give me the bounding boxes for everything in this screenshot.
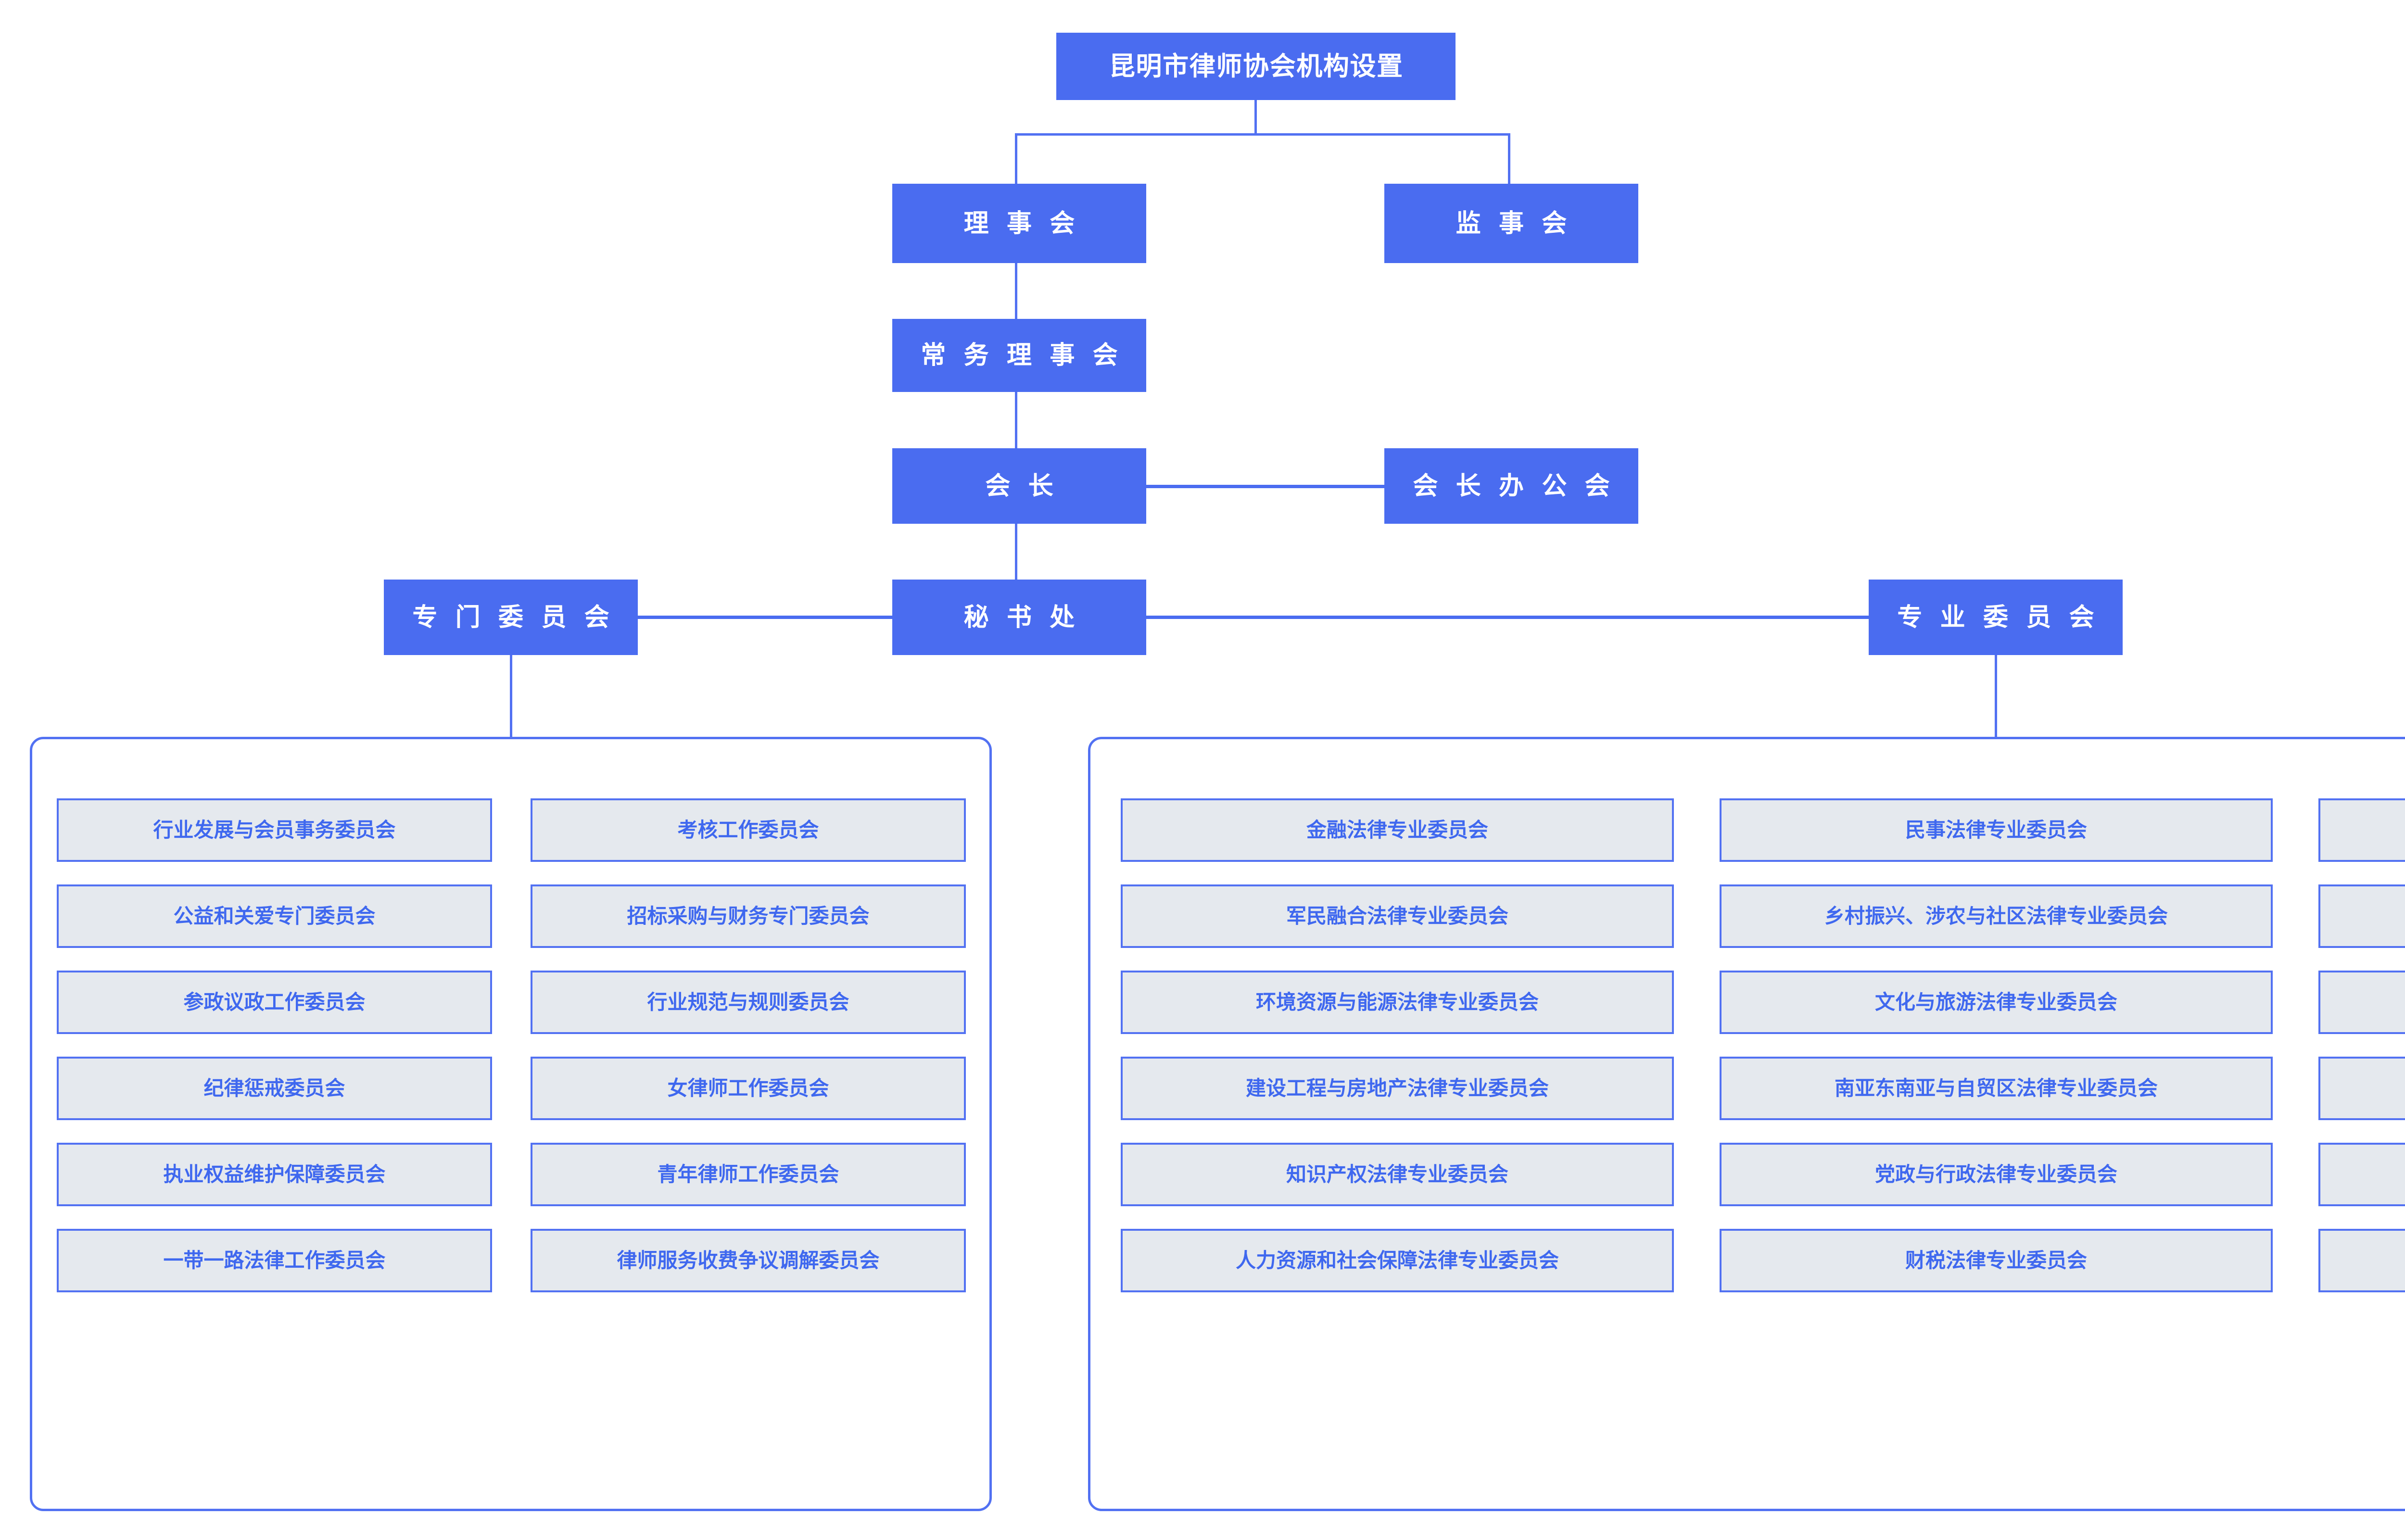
committee-chip[interactable]: 人力资源和社会保障法律专业委员会 (1121, 1229, 1674, 1292)
node-professional-committees-label: 专 业 委 员 会 (1897, 603, 2100, 631)
node-president-office-label: 会 长 办 公 会 (1413, 472, 1616, 500)
committee-chip[interactable]: 行业发展与会员事务委员会 (57, 798, 492, 862)
connector-special-to-secretariat (638, 616, 892, 619)
special-committees-grid: 行业发展与会员事务委员会 考核工作委员会 公益和关爱专门委员会 招标采购与财务专… (57, 798, 966, 1292)
connector-secretariat-to-professional (1146, 616, 1869, 619)
committee-chip[interactable]: 青年律师工作委员会 (531, 1143, 966, 1206)
connector-president-to-secretariat (1015, 524, 1017, 580)
node-standing-board[interactable]: 常 务 理 事 会 (892, 319, 1146, 392)
connector-board-to-standing (1015, 263, 1017, 319)
connector-root-bus (1015, 133, 1510, 136)
node-board[interactable]: 理 事 会 (892, 184, 1146, 263)
committee-chip[interactable]: 招标采购与财务专门委员会 (531, 884, 966, 948)
committee-chip[interactable]: 科技法律专业委员会 (2318, 798, 2405, 862)
connector-standing-to-president (1015, 392, 1017, 448)
committee-chip[interactable]: 纪律惩戒委员会 (57, 1057, 492, 1120)
node-supervisors[interactable]: 监 事 会 (1384, 184, 1638, 263)
node-board-label: 理 事 会 (963, 209, 1080, 238)
connector-root-down (1254, 100, 1257, 135)
committee-chip[interactable]: 考核工作委员会 (531, 798, 966, 862)
node-supervisors-label: 监 事 会 (1456, 209, 1572, 238)
committee-chip[interactable]: 环境资源与能源法律专业委员会 (1121, 971, 1674, 1034)
committee-chip[interactable]: 女律师工作委员会 (531, 1057, 966, 1120)
committee-chip[interactable]: 刑事法律专业委员会 (2318, 1143, 2405, 1206)
committee-chip[interactable]: 律师服务收费争议调解委员会 (531, 1229, 966, 1292)
committee-chip[interactable]: 财税法律专业委员会 (1720, 1229, 2273, 1292)
node-standing-board-label: 常 务 理 事 会 (921, 341, 1124, 369)
committee-chip[interactable]: 知识产权法律专业委员会 (1121, 1143, 1674, 1206)
committee-chip[interactable]: 资产处置专业委员会 (2318, 971, 2405, 1034)
committee-chip[interactable]: 民事法律专业委员会 (1720, 798, 2273, 862)
node-professional-committees[interactable]: 专 业 委 员 会 (1869, 580, 2123, 655)
committee-chip[interactable]: 行业规范与规则委员会 (531, 971, 966, 1034)
committee-chip[interactable]: 商法专业委员会 (2318, 884, 2405, 948)
connector-professional-to-panel (1995, 655, 1997, 737)
professional-committees-grid: 金融法律专业委员会 民事法律专业委员会 科技法律专业委员会 军民融合法律专业委员… (1121, 798, 2405, 1292)
committee-chip[interactable]: 军民融合法律专业委员会 (1121, 884, 1674, 948)
committee-chip[interactable]: 大健康法律专业委员会 (2318, 1229, 2405, 1292)
node-president-label: 会 长 (985, 472, 1059, 500)
connector-special-to-panel (510, 655, 512, 737)
committee-chip[interactable]: 文化与旅游法律专业委员会 (1720, 971, 2273, 1034)
node-president[interactable]: 会 长 (892, 448, 1146, 524)
committee-chip[interactable]: 参政议政工作委员会 (57, 971, 492, 1034)
special-committees-panel (30, 737, 992, 1511)
connector-bus-to-supervisors (1508, 133, 1510, 184)
node-root-label: 昆明市律师协会机构设置 (1109, 52, 1404, 81)
node-president-office[interactable]: 会 长 办 公 会 (1384, 448, 1638, 524)
node-root[interactable]: 昆明市律师协会机构设置 (1056, 33, 1456, 100)
committee-chip[interactable]: 南亚东南亚与自贸区法律专业委员会 (1720, 1057, 2273, 1120)
committee-chip[interactable]: 乡村振兴、涉农与社区法律专业委员会 (1720, 884, 2273, 948)
professional-committees-panel (1088, 737, 2405, 1511)
committee-chip[interactable]: 党政与行政法律专业委员会 (1720, 1143, 2273, 1206)
node-secretariat-label: 秘 书 处 (963, 603, 1080, 631)
committee-chip[interactable]: 公益和关爱专门委员会 (57, 884, 492, 948)
committee-chip[interactable]: 调解专业委员会 (2318, 1057, 2405, 1120)
node-special-committees-label: 专 门 委 员 会 (412, 603, 615, 631)
connector-president-to-office (1146, 485, 1384, 488)
node-special-committees[interactable]: 专 门 委 员 会 (384, 580, 638, 655)
committee-chip[interactable]: 一带一路法律工作委员会 (57, 1229, 492, 1292)
committee-chip[interactable]: 建设工程与房地产法律专业委员会 (1121, 1057, 1674, 1120)
connector-bus-to-board (1015, 133, 1017, 184)
node-secretariat[interactable]: 秘 书 处 (892, 580, 1146, 655)
committee-chip[interactable]: 执业权益维护保障委员会 (57, 1143, 492, 1206)
committee-chip[interactable]: 金融法律专业委员会 (1121, 798, 1674, 862)
